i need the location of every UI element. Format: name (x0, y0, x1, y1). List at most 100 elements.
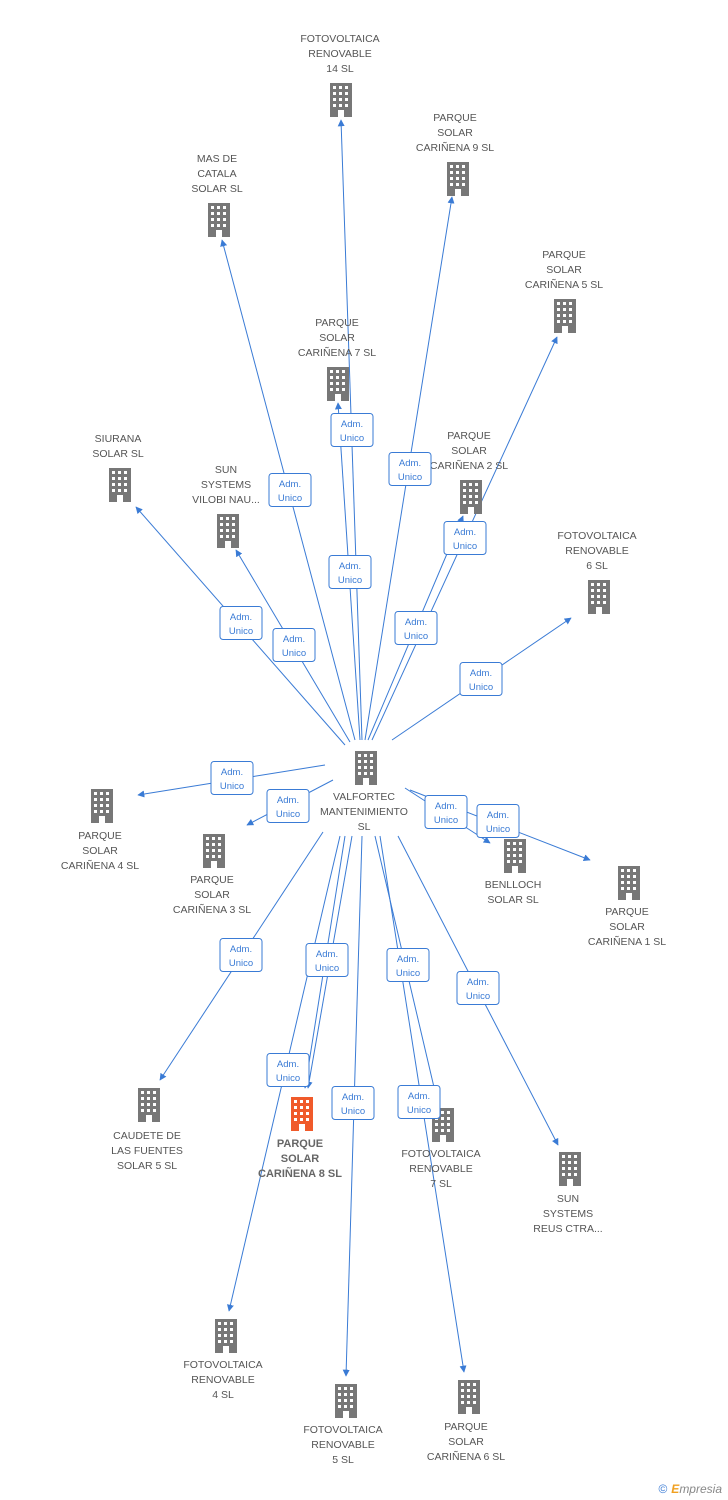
role-label-box (268, 473, 312, 507)
role-label-pc1[interactable]: Adm.Unico (476, 804, 520, 838)
role-label-text: Adm. (467, 977, 489, 988)
node-label-line: PARQUE (315, 317, 359, 329)
building-icon (291, 1097, 313, 1131)
role-label-text: Unico (282, 648, 306, 659)
role-label-box (328, 555, 372, 589)
role-label-text: Unico (338, 575, 362, 586)
node-label-line: SOLAR (194, 889, 230, 901)
role-label-text: Adm. (405, 617, 427, 628)
role-label-benlloch[interactable]: Adm.Unico (424, 795, 468, 829)
role-label-pc2[interactable]: Adm.Unico (394, 611, 438, 645)
role-label-fv14[interactable]: Adm.Unico (330, 413, 374, 447)
role-label-box (219, 938, 263, 972)
role-label-fv5[interactable]: Adm.Unico (331, 1086, 375, 1120)
building-icon (458, 1380, 480, 1414)
role-label-box (388, 452, 432, 486)
role-label-text: Adm. (470, 668, 492, 679)
role-label-pc9[interactable]: Adm.Unico (388, 452, 432, 486)
role-label-caudete[interactable]: Adm.Unico (219, 938, 263, 972)
node-label-line: FOTOVOLTAICA (303, 1424, 382, 1436)
node-label-line: PARQUE (542, 249, 586, 261)
role-label-fv7[interactable]: Adm.Unico (386, 948, 430, 982)
role-label-box (397, 1085, 441, 1119)
node-label-line: PARQUE (78, 830, 122, 842)
role-label-box (219, 606, 263, 640)
role-label-text: Adm. (221, 767, 243, 778)
role-label-sunvil[interactable]: Adm. Unico (272, 628, 316, 662)
footer-brand[interactable]: ©Empresia (658, 1482, 722, 1496)
node-label-line: SOLAR SL (92, 448, 144, 460)
role-label-box (394, 611, 438, 645)
role-label-pc4[interactable]: Adm.Unico (210, 761, 254, 795)
role-label-fv6[interactable]: Adm. Unico (459, 662, 503, 696)
node-label-line: VILOBI NAU... (192, 494, 260, 506)
role-label-text: Adm. (277, 1059, 299, 1070)
node-label-line: SOLAR (448, 1436, 484, 1448)
role-label-text: Unico (315, 963, 339, 974)
role-label-text: Adm. (283, 634, 305, 645)
node-label-line: RENOVABLE (191, 1374, 254, 1386)
node-label-line: SYSTEMS (543, 1208, 593, 1220)
node-label-line: 14 SL (326, 63, 354, 75)
role-label-pc6[interactable]: Adm.Unico (397, 1085, 441, 1119)
role-label-box (305, 943, 349, 977)
role-label-text: Adm. (487, 810, 509, 821)
node-label-line: PARQUE (447, 430, 491, 442)
role-label-box (459, 662, 503, 696)
node-label-line: 6 SL (586, 560, 608, 572)
building-icon (504, 839, 526, 873)
role-label-sunreus[interactable]: Adm.Unico (456, 971, 500, 1005)
role-label-text: Adm. (316, 949, 338, 960)
role-label-pc8[interactable]: Adm.Unico (266, 1053, 310, 1087)
role-label-box (272, 628, 316, 662)
role-label-text: Unico (229, 958, 253, 969)
role-label-box (386, 948, 430, 982)
role-label-mas[interactable]: Adm.Unico (268, 473, 312, 507)
role-label-box (210, 761, 254, 795)
role-label-text: Unico (434, 815, 458, 826)
role-label-pc5[interactable]: Adm.Unico (443, 521, 487, 555)
role-label-box (266, 1053, 310, 1087)
node-label-line: MAS DE (197, 153, 237, 165)
node-label-line: 7 SL (430, 1178, 452, 1190)
node-label-line: CARIÑENA 8 SL (258, 1167, 342, 1180)
role-label-text: Unico (278, 493, 302, 504)
role-label-siurana[interactable]: Adm.Unico (219, 606, 263, 640)
node-label-line: SOLAR SL (191, 183, 243, 195)
building-icon (330, 83, 352, 117)
node-label-line: MANTENIMIENTO (320, 806, 408, 818)
building-icon (217, 514, 239, 548)
building-icon (588, 580, 610, 614)
role-label-text: Unico (469, 682, 493, 693)
role-label-pc7[interactable]: Adm.Unico (328, 555, 372, 589)
node-label-line: CARIÑENA 6 SL (427, 1450, 505, 1463)
role-label-pc8[interactable]: Adm. Unico (305, 943, 349, 977)
node-label-line: REUS CTRA... (533, 1223, 602, 1235)
role-label-pc3[interactable]: Adm.Unico (266, 789, 310, 823)
building-icon (327, 367, 349, 401)
role-label-box (330, 413, 374, 447)
role-label-box (456, 971, 500, 1005)
node-label-line: SOLAR (451, 445, 487, 457)
